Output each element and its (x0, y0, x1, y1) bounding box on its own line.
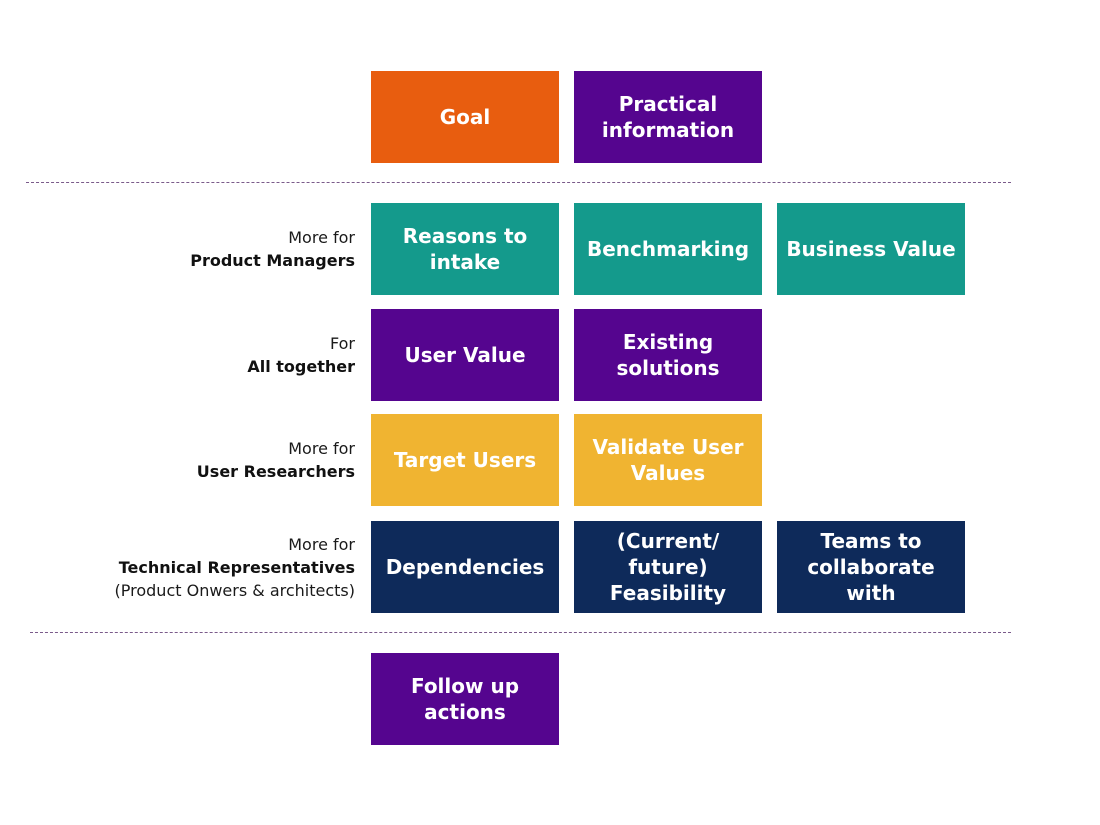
row-audience: All together (247, 357, 355, 376)
teams-to-collaborate-box: Teams to collaborate with (777, 521, 965, 613)
box-label: Validate User Values (592, 435, 744, 485)
row-label-all-together: For All together (247, 332, 355, 378)
box-label: Reasons to intake (402, 224, 528, 274)
row-note: (Product Onwers & architects) (114, 581, 355, 600)
practical-information-box: Practical information (574, 71, 762, 163)
goal-box: Goal (371, 71, 559, 163)
box-label: Target Users (393, 448, 537, 472)
box-label: Teams to collaborate with (807, 529, 935, 605)
row-label-technical-representatives: More for Technical Representatives (Prod… (115, 533, 355, 602)
box-label: Dependencies (385, 555, 545, 579)
user-value-box: User Value (371, 309, 559, 401)
row-audience: Product Managers (190, 251, 355, 270)
box-label: Business Value (786, 237, 956, 261)
row-prefix: More for (288, 535, 355, 554)
business-value-box: Business Value (777, 203, 965, 295)
box-label: User Value (404, 343, 526, 367)
row-audience: User Researchers (196, 462, 355, 481)
bottom-divider (30, 632, 1011, 633)
top-divider (26, 182, 1011, 183)
follow-up-actions-box: Follow up actions (371, 653, 559, 745)
follow-up-label: Follow up actions (410, 674, 520, 724)
feasibility-box: (Current/ future) Feasibility (574, 521, 762, 613)
box-label: (Current/ future) Feasibility (609, 529, 727, 605)
existing-solutions-box: Existing solutions (574, 309, 762, 401)
row-prefix: More for (288, 439, 355, 458)
target-users-box: Target Users (371, 414, 559, 506)
benchmarking-box: Benchmarking (574, 203, 762, 295)
practical-information-label: Practical information (601, 92, 735, 142)
validate-user-values-box: Validate User Values (574, 414, 762, 506)
reasons-to-intake-box: Reasons to intake (371, 203, 559, 295)
box-label: Existing solutions (616, 330, 720, 380)
row-prefix: For (330, 334, 355, 353)
box-label: Benchmarking (586, 237, 750, 261)
goal-label: Goal (439, 105, 491, 129)
row-label-product-managers: More for Product Managers (190, 226, 355, 272)
dependencies-box: Dependencies (371, 521, 559, 613)
row-label-user-researchers: More for User Researchers (197, 437, 355, 483)
row-audience: Technical Representatives (118, 558, 355, 577)
row-prefix: More for (288, 228, 355, 247)
